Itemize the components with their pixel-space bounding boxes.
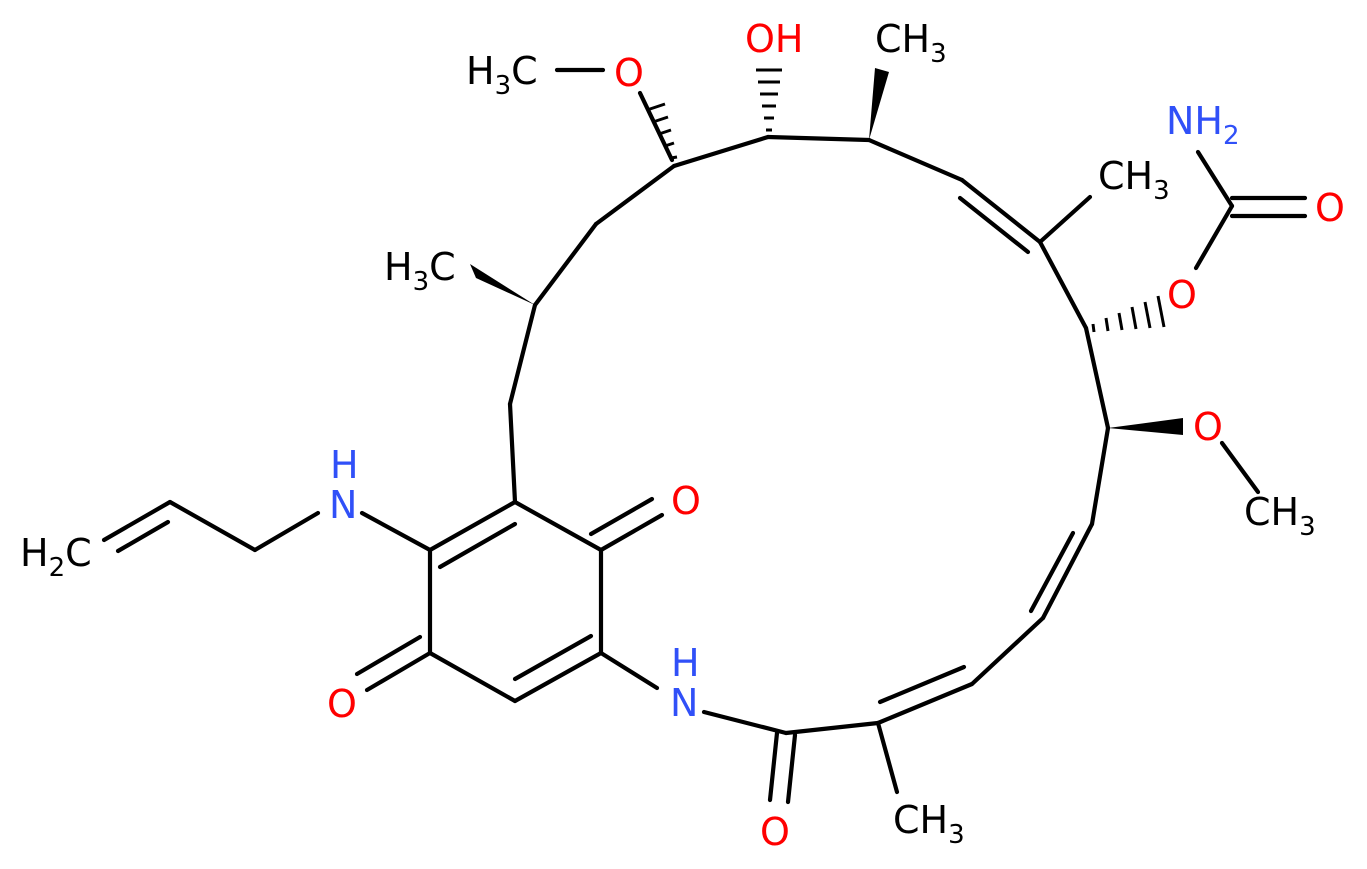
atom-carbamate-nh2: NH2 [1166,99,1240,151]
bond-c1-c2 [671,134,771,169]
bond-o-ch3-right [1219,440,1261,495]
atom-amide-nh-h: H [671,641,700,685]
wedge-cleft-methyl [470,264,535,305]
bond-q6-o-double [588,496,655,537]
bond-q4-q5-double [437,521,518,570]
bond-cleft-ch2 [532,221,599,308]
bond-nh-quinone [598,650,660,691]
bond-q1-q2-double [512,633,594,682]
atom-methyl-top: CH3 [875,17,947,69]
bond-o-carbonyl [1193,203,1235,271]
atom-methoxy-right-o: O [1193,405,1223,449]
atom-allyl-nh-h: H [330,443,359,487]
bond-o-c1 [637,90,675,163]
bond-ch-ch2 [101,499,173,543]
bond-ch2-c1 [593,163,677,227]
bond-q3-o [364,650,433,693]
bond-c11-c12 [783,720,881,736]
bond-q6-o [598,512,665,553]
atom-methoxy-right-ch3: CH3 [1244,490,1316,542]
atom-methoxy-top-o: O [614,51,644,95]
bond-c5-c6 [1037,239,1089,331]
bond-ch2-c6left [507,302,538,407]
atom-hydroxyl: OH [745,17,803,61]
bond-c5-methyl [1037,194,1093,245]
atom-methyl-vinyl: CH3 [1098,154,1170,206]
bond-c12-o-double [785,732,798,805]
bond-c8-c9 [1040,521,1095,621]
atom-allyl-nh-n: N [329,483,357,527]
atom-quinone-o-upper: O [671,479,701,523]
atom-methyl-left: H3C [384,245,456,297]
wedge-c7-methoxy [1108,418,1183,435]
bond-q3-o-double [354,634,423,677]
bond-nh-ch2 [252,510,321,553]
bond-q5-q6 [512,499,604,553]
hash-c1-methoxy [646,102,678,160]
stereo-layer [470,68,1183,435]
atom-methoxy-top-ch3: H3C [466,49,538,101]
bond-c8-c9-double [1028,530,1076,614]
bond-ch2-ch [167,499,258,553]
bond-q5-ch2 [507,401,518,505]
hash-c2-hydroxyl [756,68,782,132]
bond-c12-o [767,730,780,803]
hash-c6-carbamate [1091,295,1166,333]
label-layer: H3C O OH CH3 CH3 NH2 O O H3C O CH3 H N H… [20,17,1345,854]
bond-c7-c8 [1089,425,1111,527]
atom-amide-nh-n: N [670,681,698,725]
bond-c12-nh [701,709,789,736]
bond-layer [101,67,1308,805]
atom-allyl-ch2: H2C [20,531,92,583]
bond-c10-c11 [875,681,975,726]
atom-methyl-bottom: CH3 [893,798,965,850]
bond-c11-methyl [875,720,900,795]
bond-q4-q5 [427,499,518,553]
bond-c6-c7 [1083,325,1111,431]
atom-carbamate-carbonyl-o: O [1315,186,1345,230]
bond-ch-ch2-double [115,519,171,554]
atom-carbamate-ester-o: O [1167,273,1197,317]
atom-quinone-o-lower: O [327,682,357,726]
wedge-c3-methyl [869,68,889,140]
bond-q2-q3 [427,650,518,704]
bond-c4-c5-double [957,195,1031,255]
bond-c9-c10 [969,615,1046,687]
bond-c3-c4 [866,137,965,183]
bond-q4-nh [359,510,433,553]
bond-q1-q2 [512,650,604,704]
bond-c10-c11-double [877,664,967,705]
bond-c4-c5 [959,177,1043,245]
bond-c2-c3 [765,134,872,143]
atom-amide-o: O [760,810,790,854]
bond-carbonyl-nh2 [1195,149,1235,209]
